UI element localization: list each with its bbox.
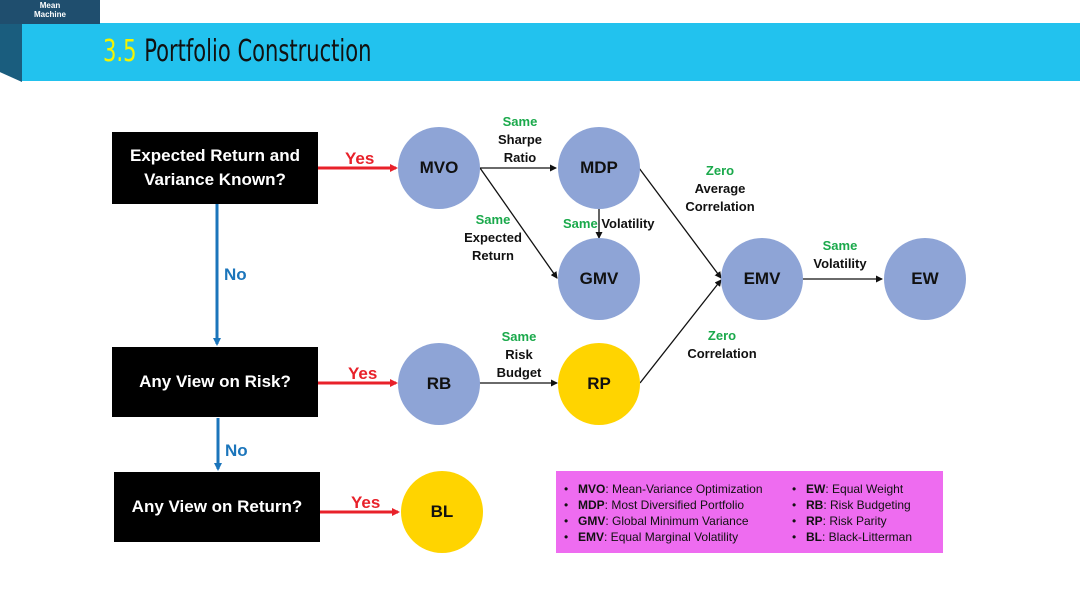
legend-box: •MVO: Mean-Variance Optimization •MDP: M… xyxy=(556,471,943,553)
question-box-2: Any View on Risk? xyxy=(112,347,318,417)
edge-label-mdp-gmv-dark: Volatility xyxy=(601,216,655,231)
legend-item: •RB: Risk Budgeting xyxy=(792,498,911,512)
edge-label-mvo-mdp-line1: Sharpe xyxy=(497,132,543,147)
legend-right-column: •EW: Equal Weight •RB: Risk Budgeting •R… xyxy=(792,481,912,545)
node-rp: RP xyxy=(558,343,640,425)
question-box-3: Any View on Return? xyxy=(114,472,320,542)
legend-item: •EW: Equal Weight xyxy=(792,482,904,496)
section-title: Portfolio Construction xyxy=(144,34,372,69)
edge-label-mvo-mdp-green: Same xyxy=(502,114,538,129)
node-ew: EW xyxy=(884,238,966,320)
edge-label-emv-ew-dark: Volatility xyxy=(813,256,867,271)
question-box-1: Expected Return and Variance Known? xyxy=(112,132,318,204)
node-gmv: GMV xyxy=(558,238,640,320)
edge-rp-emv xyxy=(639,279,722,384)
edge-mvo-gmv xyxy=(479,167,558,279)
edge-label-emv-ew-green: Same xyxy=(822,238,858,253)
yes-label-2: Yes xyxy=(348,364,378,383)
edge-label-mdp-emv-green: Zero xyxy=(705,163,735,178)
edge-label-mdp-emv-line1: Average xyxy=(694,181,746,196)
edge-label-rb-rp: Same Risk Budget xyxy=(491,328,547,382)
legend-item: •RP: Risk Parity xyxy=(792,514,887,528)
section-number: 3.5 xyxy=(103,34,137,69)
edge-label-rb-rp-line1: Risk xyxy=(505,347,533,362)
edge-label-mvo-gmv-line1: Expected xyxy=(464,230,522,245)
node-rb: RB xyxy=(398,343,480,425)
edge-label-rb-rp-line2: Budget xyxy=(496,365,542,380)
edge-label-mdp-emv: Zero Average Correlation xyxy=(680,162,760,216)
edge-label-mdp-gmv-green: Same xyxy=(563,216,598,231)
edge-label-mvo-mdp: Same Sharpe Ratio xyxy=(492,113,548,167)
edge-label-mdp-emv-line2: Correlation xyxy=(685,199,755,214)
edge-label-rp-emv-green: Zero xyxy=(707,328,737,343)
node-bl: BL xyxy=(401,471,483,553)
legend-item: •MDP: Most Diversified Portfolio xyxy=(564,498,745,512)
legend-item: •GMV: Global Minimum Variance xyxy=(564,514,749,528)
no-label-2: No xyxy=(225,441,248,460)
header-band xyxy=(22,23,1080,81)
edge-mdp-emv xyxy=(638,167,722,279)
node-emv: EMV xyxy=(721,238,803,320)
logo-line2: Machine xyxy=(33,10,66,19)
logo-line1: Mean xyxy=(39,1,61,10)
node-mvo: MVO xyxy=(398,127,480,209)
legend-item: •BL: Black-Litterman xyxy=(792,530,913,544)
edge-label-mvo-mdp-line2: Ratio xyxy=(503,150,537,165)
yes-label-1: Yes xyxy=(345,149,375,168)
edge-label-rb-rp-green: Same xyxy=(501,329,537,344)
edge-label-rp-emv-dark: Correlation xyxy=(687,346,757,361)
legend-left-column: •MVO: Mean-Variance Optimization •MDP: M… xyxy=(564,481,763,545)
edge-label-rp-emv: Zero Correlation xyxy=(682,327,762,363)
edge-label-mdp-gmv: Same Volatility xyxy=(563,215,655,233)
edge-label-mvo-gmv-line2: Return xyxy=(472,248,514,263)
node-mdp: MDP xyxy=(558,127,640,209)
legend-item: •EMV: Equal Marginal Volatility xyxy=(564,530,739,544)
edge-label-emv-ew: Same Volatility xyxy=(806,237,874,273)
no-label-1: No xyxy=(224,265,247,284)
edge-label-mvo-gmv: Same Expected Return xyxy=(460,211,526,265)
logo: Mean Machine xyxy=(0,0,100,24)
yes-label-3: Yes xyxy=(351,493,381,512)
edge-label-mvo-gmv-green: Same xyxy=(475,212,511,227)
legend-item: •MVO: Mean-Variance Optimization xyxy=(564,482,763,496)
